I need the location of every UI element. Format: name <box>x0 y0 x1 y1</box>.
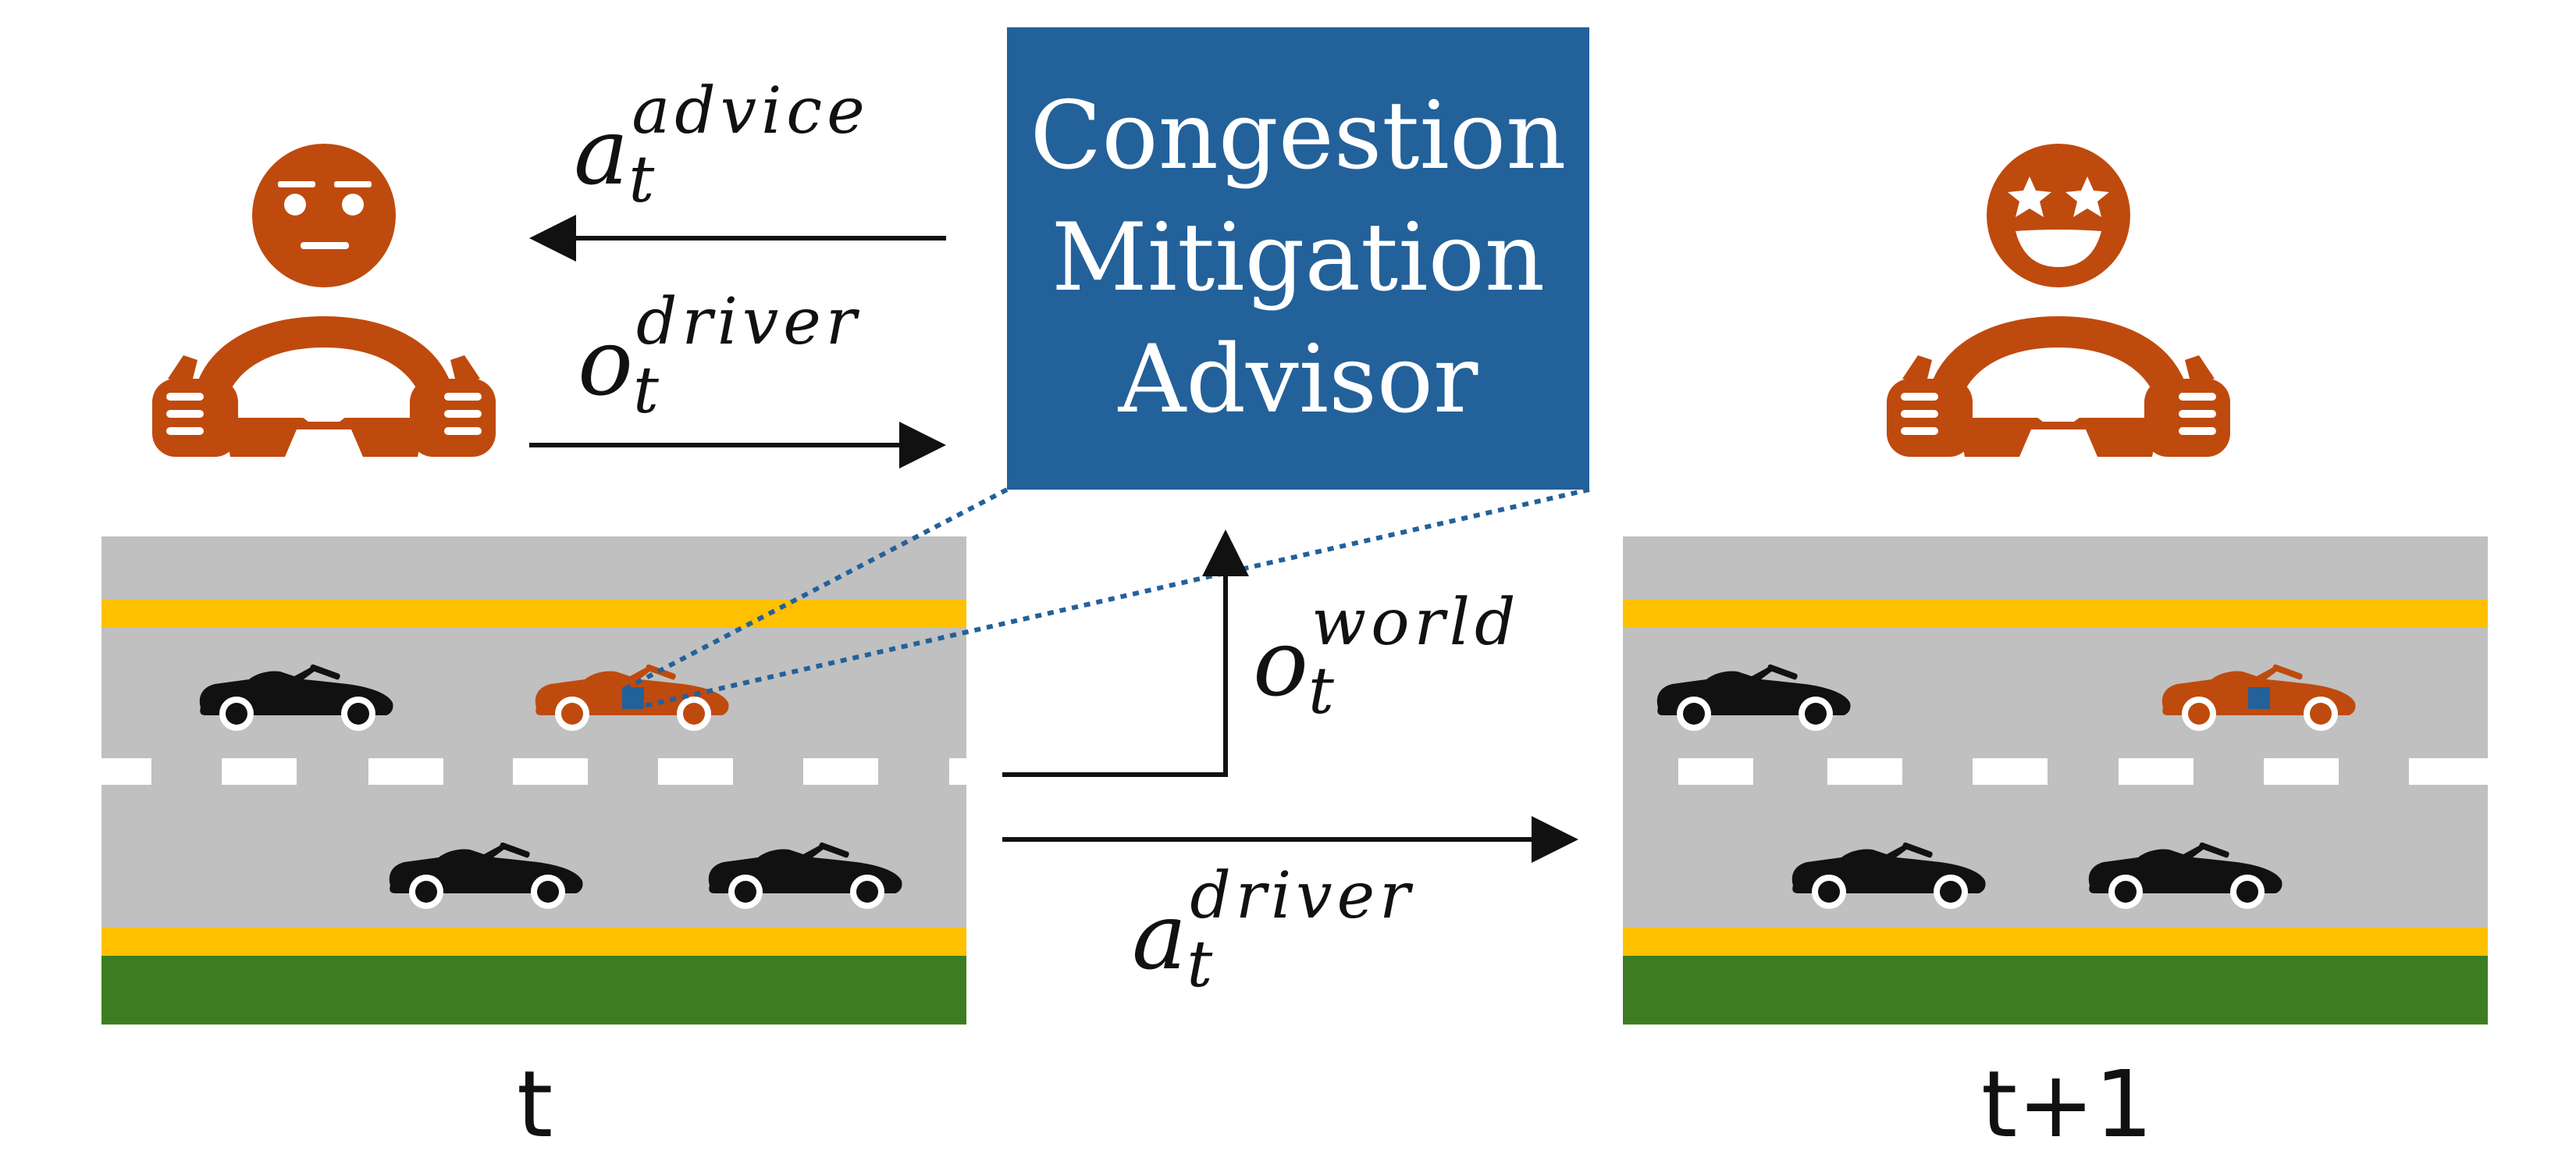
label-driver-action-base: a <box>1132 882 1187 990</box>
dashed-lane-line <box>101 758 966 785</box>
label-driver-action-sup: driver <box>1190 859 1415 933</box>
time-label-t: t <box>517 1050 553 1158</box>
dashed-lane-line <box>1678 758 2488 785</box>
dotted-connector <box>621 487 1590 708</box>
time-label-t-plus-1: t+1 <box>1981 1050 2154 1158</box>
driver-neutral-icon <box>152 144 496 457</box>
star-eyes-face-icon <box>1987 144 2130 287</box>
label-world-obs-base: o <box>1253 609 1309 717</box>
road-scene-t <box>101 536 966 1025</box>
lane-yellow-top <box>1623 600 2488 628</box>
congestion-mitigation-advisor-box: Congestion Mitigation Advisor <box>1007 27 1589 490</box>
driver-happy-icon <box>1887 144 2230 457</box>
label-world-obs-sub: t <box>1308 654 1334 729</box>
label-driver-action-sub: t <box>1187 928 1213 1002</box>
advisor-device-icon <box>622 687 644 709</box>
label-advice-base: a <box>574 98 629 205</box>
lane-yellow-top <box>101 600 966 628</box>
label-advice-sub: t <box>628 143 655 217</box>
label-world-obs-sup: world <box>1311 586 1521 660</box>
label-driver-obs-sup: driver <box>636 285 862 359</box>
label-driver-obs-base: o <box>578 308 634 416</box>
label-advice-sup: advice <box>632 74 870 148</box>
grass-strip <box>1623 956 2488 1025</box>
advisor-device-icon <box>2248 687 2270 709</box>
advisor-title-line-3: Advisor <box>1118 326 1478 434</box>
advisor-title-line-2: Mitigation <box>1051 204 1546 312</box>
lane-yellow-bottom <box>1623 928 2488 956</box>
label-driver-obs-sub: t <box>633 354 659 428</box>
world-observation-arrow <box>1002 529 1249 777</box>
advisor-title-line-1: Congestion <box>1030 82 1567 191</box>
neutral-face-icon <box>252 144 396 287</box>
grass-strip <box>101 956 966 1025</box>
road-scene-t-plus-1 <box>1623 536 2488 1025</box>
lane-yellow-bottom <box>101 928 966 956</box>
